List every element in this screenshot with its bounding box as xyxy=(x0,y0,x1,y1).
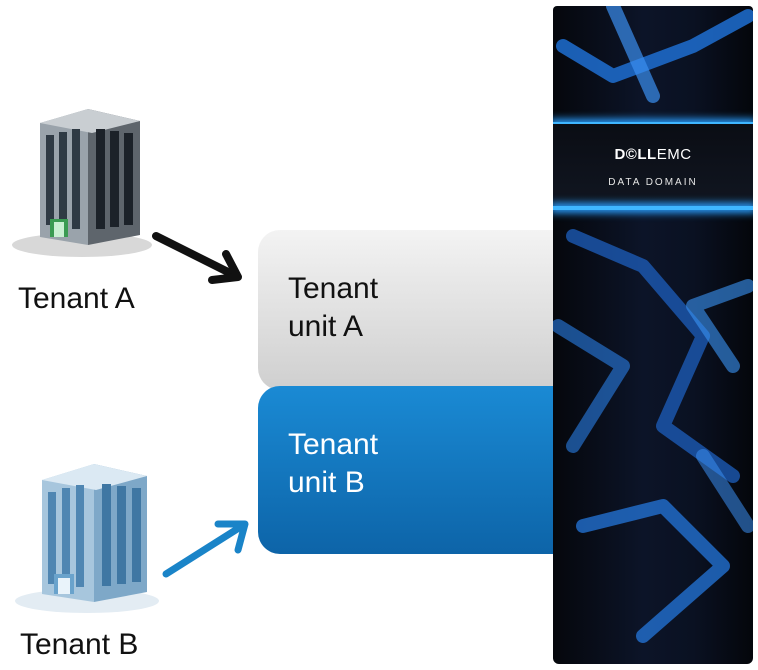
tenant-unit-a-line2: unit A xyxy=(288,310,364,343)
tenant-unit-a-line1: Tenant xyxy=(288,272,379,305)
dell-emc-logo: D©LLEMC xyxy=(553,146,753,163)
tenant-a-building-icon xyxy=(10,95,155,260)
appliance-brand-band xyxy=(553,124,753,208)
tenant-unit-b-line2: unit B xyxy=(288,466,365,499)
emc-logo-text: EMC xyxy=(656,146,692,163)
tenant-b-label: Tenant B xyxy=(20,628,139,661)
tenant-a-label: Tenant A xyxy=(18,282,135,315)
tenant-unit-b-line1: Tenant xyxy=(288,428,379,461)
tenant-unit-a-box: Tenant unit A xyxy=(258,230,598,390)
tenant-b-arrow-icon xyxy=(162,520,249,578)
dell-logo-text: D©LL xyxy=(614,146,657,163)
appliance-glow-bottom xyxy=(553,206,753,210)
tenant-unit-b-box: Tenant unit B xyxy=(258,386,598,554)
storage-appliance-image: D©LLEMC DATA DOMAIN xyxy=(553,6,753,664)
tenant-b-building-icon xyxy=(12,448,162,616)
data-domain-label: DATA DOMAIN xyxy=(608,177,698,188)
tenant-a-arrow-icon xyxy=(152,232,242,284)
